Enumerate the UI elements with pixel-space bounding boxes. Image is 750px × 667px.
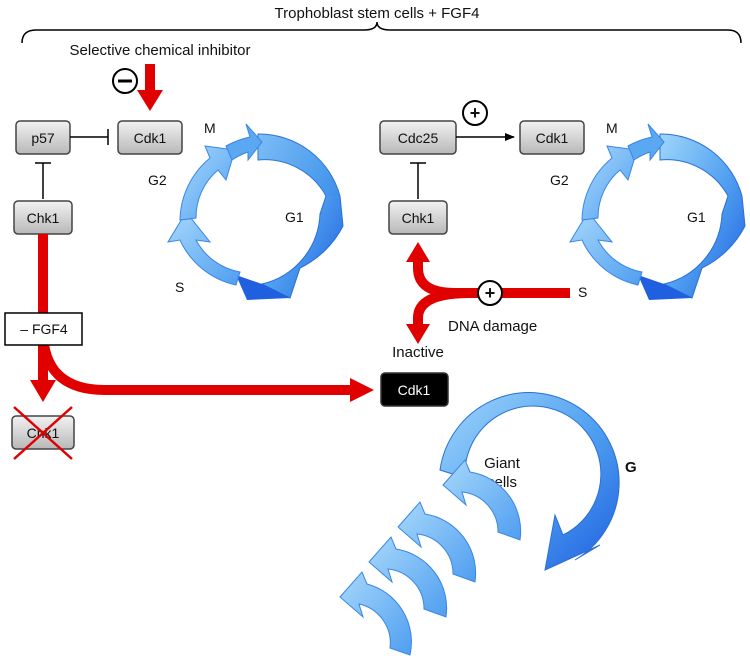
- giant-cell-cycle: [439, 392, 620, 571]
- s-phase-arrow-2: [397, 501, 477, 583]
- cell-cycle-left: [167, 123, 344, 300]
- cdc25-box: Cdc25: [379, 120, 457, 155]
- cdk1-left-label: Cdk1: [134, 130, 167, 146]
- chk1-box-right: Chk1: [388, 200, 448, 235]
- phase-s-right: S: [578, 284, 587, 300]
- giant-cells-line1: Giant: [484, 455, 521, 472]
- p57-inhibits-cdk1: [70, 129, 109, 145]
- chk1-removed-box: Chk1: [11, 406, 75, 460]
- phase-m-right: M: [606, 120, 618, 136]
- chk1-inhibits-p57: [35, 162, 51, 199]
- phase-g2-right: G2: [550, 172, 569, 188]
- g-label: G: [625, 459, 637, 476]
- s-phase-arrow-3: [368, 536, 448, 618]
- inactive-cdk1-label: Cdk1: [398, 382, 431, 398]
- cell-cycle-right: [569, 123, 746, 300]
- minus-fgf4-label: – FGF4: [20, 321, 68, 337]
- chk1-right-label: Chk1: [402, 210, 435, 226]
- p57-box: p57: [15, 120, 71, 155]
- s-label-4: S: [375, 626, 384, 641]
- inhibitor-arrow: [137, 64, 163, 111]
- dna-damage-label: DNA damage: [448, 318, 537, 335]
- header-title: Trophoblast stem cells + FGF4: [275, 5, 480, 22]
- inhibition-sign-icon: [112, 68, 138, 94]
- phase-g1-right: G1: [687, 209, 706, 225]
- cdc25-label: Cdc25: [398, 130, 439, 146]
- activation-sign-icon: +: [462, 100, 488, 126]
- dna-activation-sign-icon: +: [477, 280, 503, 306]
- dna-damage-pathway: [406, 242, 570, 344]
- p57-label: p57: [31, 130, 55, 146]
- phase-s-left: S: [175, 279, 184, 295]
- phase-g2-left: G2: [148, 172, 167, 188]
- s-label-1: S: [478, 514, 487, 529]
- header-bracket: [21, 21, 742, 44]
- s-phase-arrow-4: [339, 571, 412, 656]
- cdk1-box-right: Cdk1: [519, 120, 585, 155]
- minus-fgf4-box: – FGF4: [4, 312, 83, 346]
- chk1-box-left: Chk1: [13, 200, 73, 235]
- phase-g1-left: G1: [285, 209, 304, 225]
- inhibitor-label: Selective chemical inhibitor: [70, 42, 251, 59]
- cdk1-right-label: Cdk1: [536, 130, 569, 146]
- inactive-cdk1-box: Cdk1: [380, 372, 449, 407]
- s-label-3: S: [404, 591, 413, 606]
- svg-text:+: +: [485, 283, 496, 303]
- chk1-left-label: Chk1: [27, 210, 60, 226]
- phase-m-left: M: [204, 120, 216, 136]
- s-phase-arrow-1: [442, 459, 522, 541]
- cdk1-box-left: Cdk1: [117, 120, 183, 155]
- inactive-label: Inactive: [392, 344, 444, 361]
- s-label-2: S: [433, 556, 442, 571]
- svg-text:+: +: [470, 103, 481, 123]
- chk1-inhibits-cdc25: [410, 162, 426, 199]
